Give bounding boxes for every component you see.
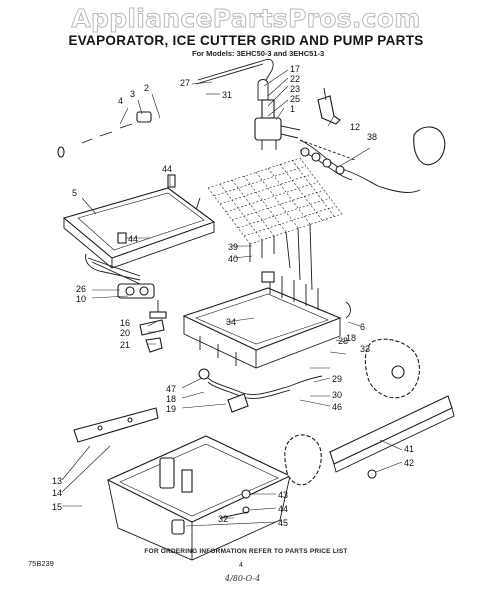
callout-labels: 17 22 23 25 1 12 38 27 31 4 3 2 44 5 44 …: [52, 64, 414, 528]
callout-4: 4: [118, 96, 123, 106]
pump-housing-outline: [284, 434, 322, 486]
callout-15: 15: [52, 502, 62, 512]
handwritten-note: 4/80-O-4: [225, 574, 261, 583]
callout-14: 14: [52, 488, 62, 498]
callout-16: 16: [120, 318, 130, 328]
callout-5: 5: [72, 188, 77, 198]
callout-28: 28: [338, 336, 348, 346]
callout-25: 25: [290, 94, 300, 104]
callout-38: 38: [367, 132, 377, 142]
callout-6: 6: [360, 322, 365, 332]
evaporator-plate: [62, 174, 216, 285]
pump-assembly: [254, 79, 341, 150]
callout-18-a: 18: [346, 333, 356, 343]
callout-21: 21: [120, 340, 130, 350]
power-cord: [198, 368, 323, 413]
callout-10: 10: [76, 294, 86, 304]
callout-1: 1: [290, 104, 295, 114]
callout-44-a: 44: [162, 164, 172, 174]
callout-30: 30: [332, 390, 342, 400]
callout-40: 40: [228, 254, 238, 264]
callout-41: 41: [404, 444, 414, 454]
callout-31: 31: [222, 90, 232, 100]
callout-26: 26: [76, 284, 86, 294]
callout-44-b: 44: [128, 234, 138, 244]
ordering-note: FOR ORDERING INFORMATION REFER TO PARTS …: [144, 548, 348, 555]
drain-hose: [80, 487, 89, 531]
callout-34: 34: [226, 317, 236, 327]
callout-42: 42: [404, 458, 414, 468]
callout-32: 32: [218, 514, 228, 524]
callout-23: 23: [290, 84, 300, 94]
callout-20: 20: [120, 328, 130, 338]
callout-39: 39: [228, 242, 238, 252]
drawing-code: 75B239: [28, 559, 54, 568]
callout-47: 47: [166, 384, 176, 394]
callout-12: 12: [350, 122, 360, 132]
callout-33: 33: [360, 344, 370, 354]
callout-43: 43: [278, 490, 288, 500]
callout-46: 46: [332, 402, 342, 412]
callout-19: 19: [166, 404, 176, 414]
deflector-bracket: [73, 407, 159, 443]
models-subtitle: For Models: 3EHC50-3 and 3EHC51-3: [192, 49, 325, 58]
callout-2: 2: [144, 83, 149, 93]
pump-mount-parts: [117, 283, 167, 353]
callout-17: 17: [290, 64, 300, 74]
callout-29: 29: [332, 374, 342, 384]
evaporator-tube-assembly: [57, 59, 274, 211]
callout-18-b: 18: [166, 394, 176, 404]
water-reservoir: [106, 435, 292, 561]
side-panel: [329, 338, 455, 479]
ice-cutter-grid: [207, 157, 343, 291]
page-number: 4: [239, 562, 243, 569]
wiring-harness: [299, 126, 446, 193]
callout-27: 27: [180, 78, 190, 88]
callout-44-c: 44: [278, 504, 288, 514]
watermark: AppliancePartsPros.com: [71, 4, 421, 34]
callout-13: 13: [52, 476, 62, 486]
callout-45: 45: [278, 518, 288, 528]
callout-3: 3: [130, 89, 135, 99]
page-title: EVAPORATOR, ICE CUTTER GRID AND PUMP PAR…: [68, 33, 424, 48]
callout-22: 22: [290, 74, 300, 84]
leader-lines: [61, 69, 403, 527]
cutter-grid-frame: [182, 271, 351, 369]
